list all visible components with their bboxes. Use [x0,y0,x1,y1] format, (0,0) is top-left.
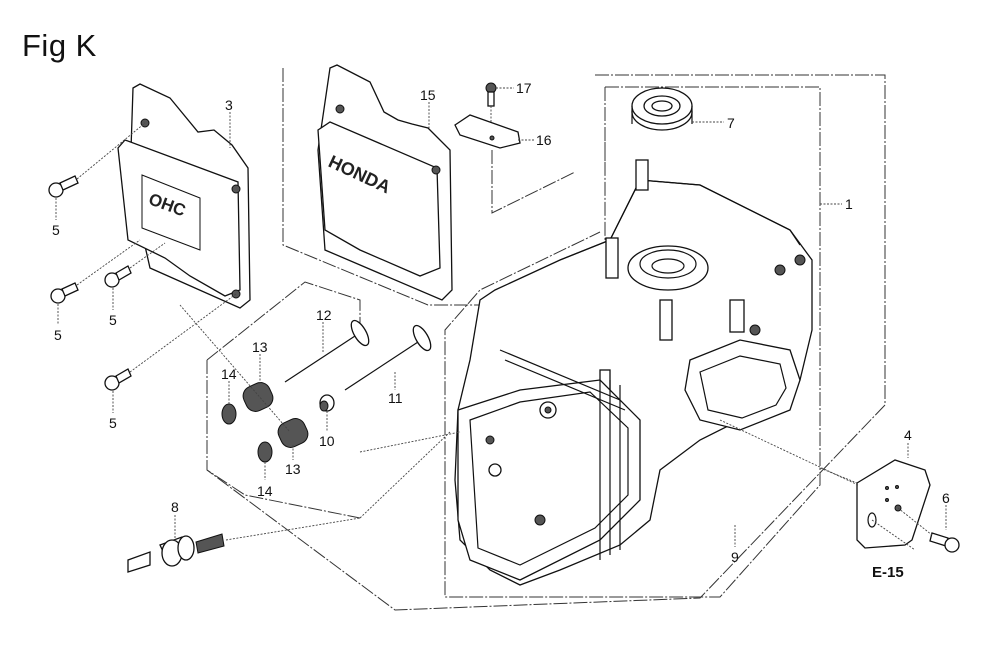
callout-11: 11 [388,390,403,406]
callout-leaders [55,87,947,547]
callout-15: 15 [420,87,436,103]
reference-code: E-15 [872,564,904,581]
part-16-bracket[interactable] [454,114,521,149]
callout-1: 1 [845,196,853,212]
part-6-bolt[interactable] [897,507,960,553]
callout-9: 9 [731,549,739,565]
callout-10: 10 [319,433,335,449]
part-8-spark-plug[interactable] [127,431,451,573]
callout-5a: 5 [52,222,60,238]
callout-14b: 14 [257,483,273,499]
bolt-5d [104,293,237,391]
callout-14a: 14 [221,366,237,382]
callout-17: 17 [516,80,532,96]
callout-16: 16 [536,132,552,148]
callout-8: 8 [171,499,179,515]
callout-12: 12 [316,307,332,323]
callout-5b: 5 [54,327,62,343]
callout-7: 7 [727,115,735,131]
boundary-crankcase-inner [444,86,821,598]
part-15-head-cover-honda[interactable]: HONDA [317,64,453,301]
callout-5d: 5 [109,415,117,431]
bolt-5b [50,239,141,304]
part-5-bolts[interactable] [48,122,237,391]
callout-6: 6 [942,490,950,506]
callout-13a: 13 [252,339,268,355]
callout-4: 4 [904,427,912,443]
bolt-5c [104,242,166,288]
leader-block [359,431,461,453]
part-12-intake-valve[interactable] [284,318,372,383]
callout-labels: 3 15 17 16 7 1 5 5 5 5 12 11 13 13 14 14… [52,80,950,581]
part-13-valve-springs[interactable] [240,379,311,450]
part-14-retainers[interactable] [221,403,273,463]
part-7-oil-seal[interactable] [631,87,693,131]
boundary-valve-group [206,281,361,361]
bolt-5a [48,122,146,198]
callout-3: 3 [225,97,233,113]
part-10-stem-seal[interactable] [319,394,335,412]
callout-13b: 13 [285,461,301,477]
part-9-cylinder-block[interactable] [454,159,813,586]
boundary-block-outer [206,74,886,611]
figure-title: Fig K [22,28,97,63]
callout-5c: 5 [109,312,117,328]
part-4-breather-plate[interactable] [719,419,931,551]
leader-cover3 [179,304,291,433]
boundary-bracket [491,150,576,214]
part-11-exhaust-valve[interactable] [344,323,434,391]
part-3-head-cover-ohc[interactable]: OHC [117,83,251,309]
boundary-valve-group-left [206,360,361,519]
